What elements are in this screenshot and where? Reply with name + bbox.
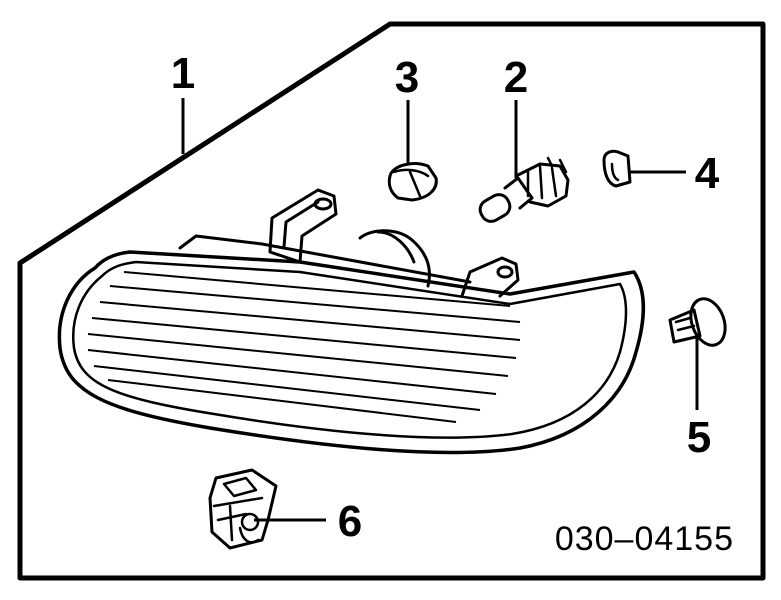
headlamp-assembly-icon (57, 188, 645, 455)
halogen-bulb-icon (478, 156, 570, 223)
diagram-frame (17, 21, 766, 581)
callout-5: 5 (687, 413, 711, 462)
callout-6: 6 (338, 497, 362, 546)
callout-3: 3 (395, 53, 419, 102)
wedge-bulb-icon (602, 149, 632, 188)
callout-2: 2 (504, 53, 528, 102)
push-clip-icon (668, 297, 727, 347)
illustration-number: 030–04155 (555, 520, 734, 558)
callout-4: 4 (695, 149, 720, 198)
bulb-socket-cap-icon (387, 162, 438, 202)
bracket-clip-icon (208, 468, 278, 550)
callout-1: 1 (171, 49, 195, 98)
